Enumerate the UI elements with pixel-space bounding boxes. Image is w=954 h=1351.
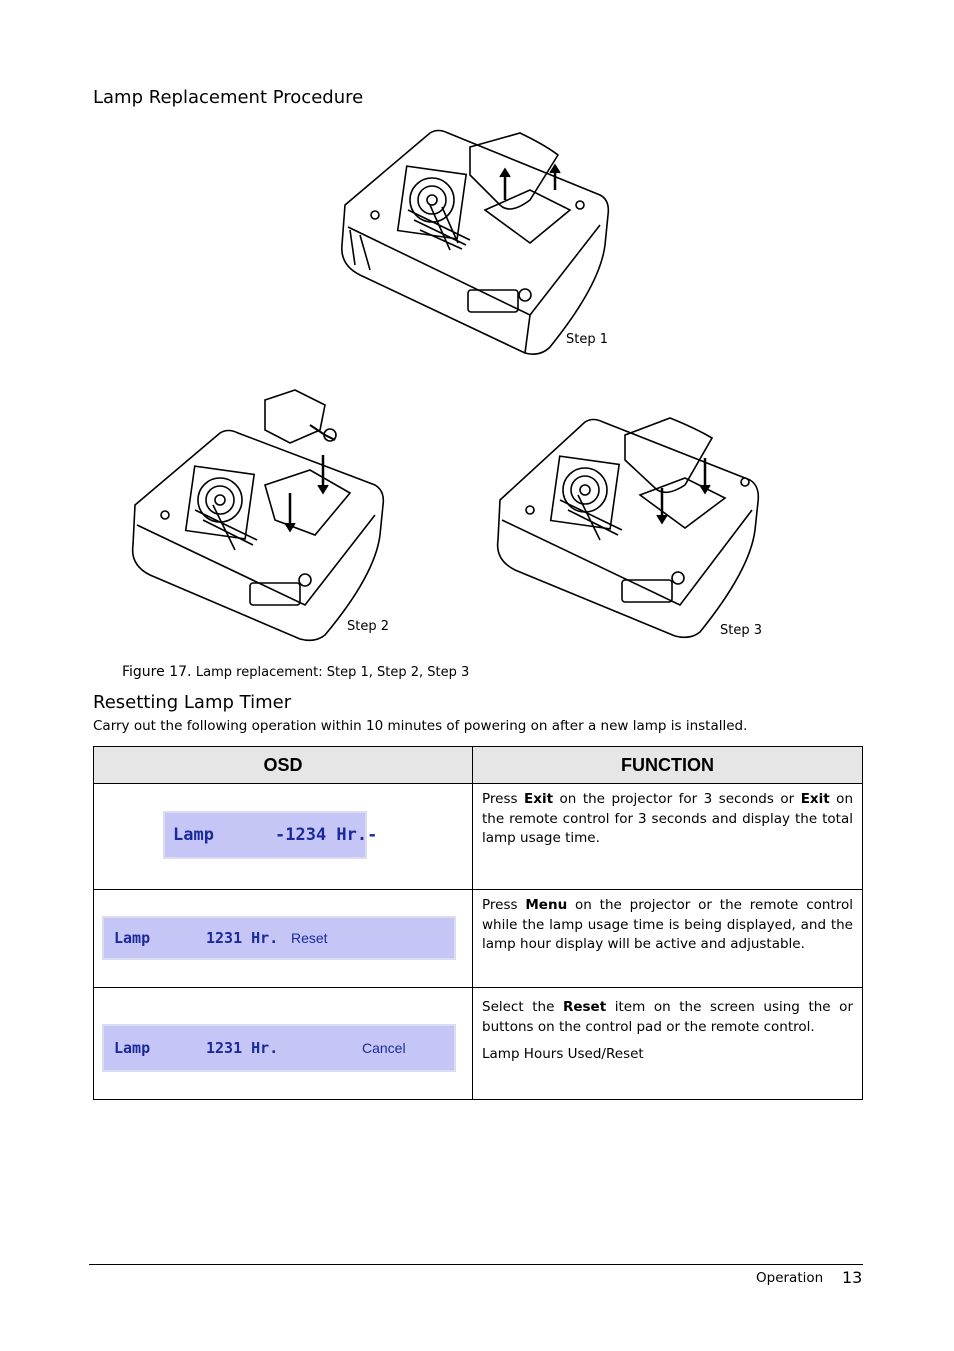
function-paragraph: Select the Reset item on the screen usin… <box>482 998 853 1037</box>
figure-caption-text: Lamp replacement: Step 1, Step 2, Step 3 <box>195 665 470 680</box>
header-function: FUNCTION <box>472 746 863 784</box>
function-cell: Select the Reset item on the screen usin… <box>472 987 863 1100</box>
function-cell: Press Exit on the projector for 3 second… <box>472 783 863 890</box>
table-row: Lamp 1231 Hr. Cancel Select the Reset it… <box>93 987 863 1100</box>
function-text: on the remote control for 3 seconds and … <box>482 791 854 846</box>
osd-cell: Lamp -1234 Hr.- <box>93 783 473 890</box>
section-title-lamp-replacement: Lamp Replacement Procedure <box>93 87 364 108</box>
section-title-resetting-lamp-timer: Resetting Lamp Timer <box>93 692 292 713</box>
osd-cell: Lamp 1231 Hr. Reset <box>93 889 473 988</box>
key-exit: Exit <box>800 791 830 807</box>
osd-action-reset: Reset <box>291 930 328 946</box>
key-reset: Reset <box>562 999 607 1015</box>
table-row: Lamp 1231 Hr. Reset Press Menu on the pr… <box>93 889 863 988</box>
osd-item: Lamp <box>114 1039 151 1057</box>
osd-action-cancel: Cancel <box>362 1040 406 1056</box>
function-paragraph-hours: Lamp Hours Used/Reset <box>482 1046 644 1062</box>
projector-step2-illustration <box>131 389 385 642</box>
function-text: on the projector or the remote control w… <box>482 897 853 952</box>
figure-caption-prefix: Figure 17. <box>122 664 192 680</box>
function-cell: Press Menu on the projector or the remot… <box>472 889 863 988</box>
osd-lamp-display: Lamp -1234 Hr.- <box>163 811 377 859</box>
header-osd: OSD <box>93 746 473 784</box>
function-text: item on the screen using the or buttons … <box>482 999 853 1035</box>
function-text: Press <box>482 897 526 913</box>
projector-step3-illustration <box>496 417 760 639</box>
step1-label: Step 1 <box>566 332 609 347</box>
key-menu: Menu <box>525 897 568 913</box>
osd-value: 1231 Hr. <box>206 929 279 947</box>
osd-value: -1234 Hr.- <box>275 825 378 845</box>
section-intro: Carry out the following operation within… <box>93 718 748 734</box>
osd-function-table: OSD FUNCTION Lamp -1234 Hr.- Press Exit … <box>93 746 863 1100</box>
function-text: Select the <box>482 999 563 1015</box>
page-number: 13 <box>842 1268 863 1287</box>
footer-rule <box>89 1264 863 1265</box>
table-header-row: OSD FUNCTION <box>93 746 863 784</box>
step2-label: Step 2 <box>347 619 390 634</box>
projector-step1-illustration <box>341 129 610 355</box>
function-text: on the projector for 3 seconds or <box>553 791 801 807</box>
osd-item: Lamp <box>114 929 151 947</box>
osd-value: 1231 Hr. <box>206 1039 279 1057</box>
step3-label: Step 3 <box>720 623 763 638</box>
table-row: Lamp -1234 Hr.- Press Exit on the projec… <box>93 783 863 890</box>
figure-caption: Figure 17. Lamp replacement: Step 1, Ste… <box>122 664 469 680</box>
osd-lamp-display: Lamp 1231 Hr. Cancel <box>102 1024 456 1072</box>
function-text: Press <box>482 791 525 807</box>
osd-cell: Lamp 1231 Hr. Cancel <box>93 987 473 1100</box>
osd-lamp-display: Lamp 1231 Hr. Reset <box>102 916 456 960</box>
osd-item: Lamp <box>173 825 214 845</box>
footer-section: Operation <box>756 1270 824 1286</box>
key-exit: Exit <box>524 791 554 807</box>
